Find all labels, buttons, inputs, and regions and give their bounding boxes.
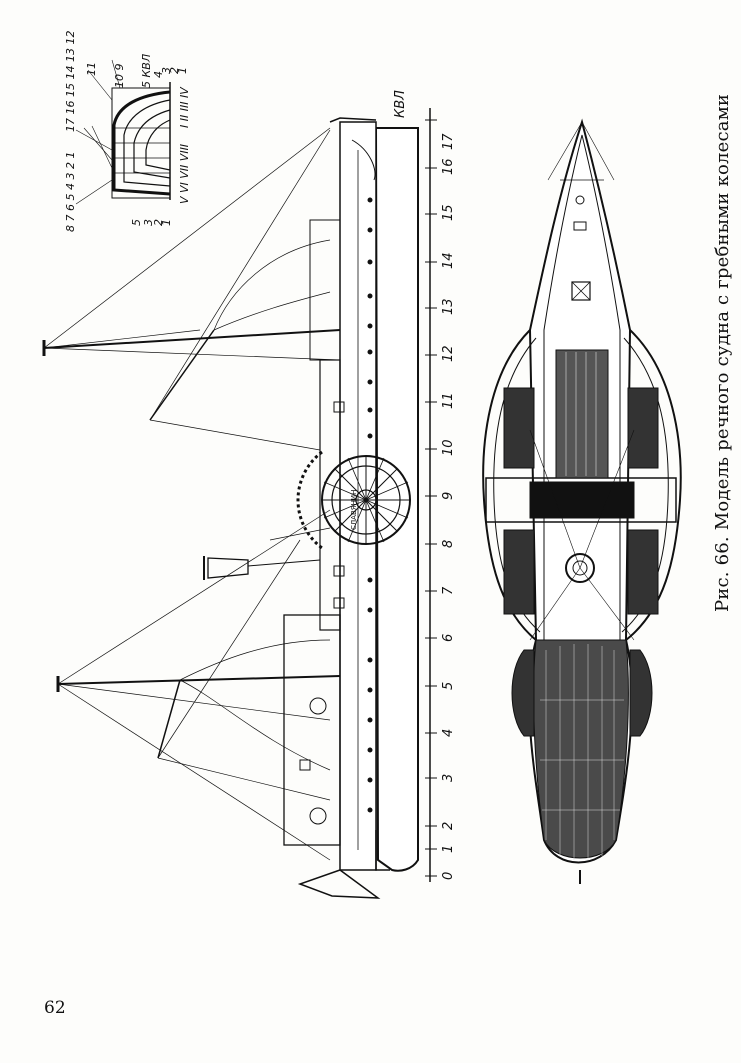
body-plan-buttocks-bottom: V VI VII VIII bbox=[178, 144, 191, 204]
body-plan-waterline-2: 2 bbox=[168, 67, 181, 74]
figure-caption: Рис. 66. Модель речного судна с гребными… bbox=[712, 93, 733, 612]
paddle-wheel bbox=[296, 450, 411, 550]
plan-view bbox=[482, 118, 682, 884]
frame-number-3: 3 bbox=[441, 774, 456, 782]
body-plan-mark-3: 3 bbox=[142, 219, 155, 226]
frame-number-10: 10 bbox=[441, 439, 456, 456]
frame-number-8: 8 bbox=[441, 540, 456, 548]
body-plan-mark-5: 5 bbox=[130, 219, 143, 226]
body-plan-waterline-5: 5 КВЛ bbox=[140, 54, 153, 88]
frame-number-13: 13 bbox=[441, 298, 456, 315]
body-plan-waterline-1: 1 bbox=[176, 67, 189, 74]
body-plan-frame-labels-top: 17 16 15 14 13 12 bbox=[64, 31, 77, 132]
body-plan-frame-10-9: 10 9 bbox=[113, 64, 126, 89]
frame-number-5: 5 bbox=[441, 682, 456, 690]
body-plan bbox=[75, 59, 171, 205]
frame-number-12: 12 bbox=[441, 345, 456, 362]
frame-scale bbox=[425, 108, 437, 882]
body-plan-frame-11: 11 bbox=[85, 62, 98, 76]
frame-number-4: 4 bbox=[441, 729, 456, 737]
frame-number-15: 15 bbox=[441, 204, 456, 221]
body-plan-buttocks-top: I II III IV bbox=[178, 86, 191, 128]
frame-numbers: 0 1 2 3 4 5 6 7 8 9 10 11 12 13 14 15 16… bbox=[441, 133, 456, 880]
frame-number-17: 17 bbox=[441, 133, 456, 150]
frame-number-9: 9 bbox=[441, 492, 456, 500]
body-plan-mark-2: 2 bbox=[152, 219, 165, 226]
body-plan-labels: 17 16 15 14 13 12 8 7 6 5 4 3 2 1 11 10 … bbox=[64, 31, 191, 232]
body-plan-waterline-4: 4 bbox=[152, 71, 165, 78]
waterline-label: КВЛ bbox=[393, 90, 408, 118]
frame-number-11: 11 bbox=[441, 392, 456, 409]
page-number: 62 bbox=[44, 998, 66, 1018]
frame-number-14: 14 bbox=[441, 252, 456, 269]
frame-number-7: 7 bbox=[441, 586, 456, 595]
frame-number-16: 16 bbox=[441, 158, 456, 175]
frame-number-1: 1 bbox=[441, 845, 456, 853]
frame-number-0: 0 bbox=[441, 872, 456, 880]
body-plan-mark-1: 1 bbox=[160, 219, 173, 226]
body-plan-frame-labels-bottom: 8 7 6 5 4 3 2 1 bbox=[64, 152, 77, 232]
frame-number-2: 2 bbox=[441, 822, 456, 830]
side-elevation bbox=[42, 117, 419, 899]
frame-number-6: 6 bbox=[441, 634, 456, 642]
paddle-box-label: СЛАВЯНИН bbox=[350, 490, 358, 530]
body-plan-waterline-3: 3 bbox=[160, 67, 173, 74]
